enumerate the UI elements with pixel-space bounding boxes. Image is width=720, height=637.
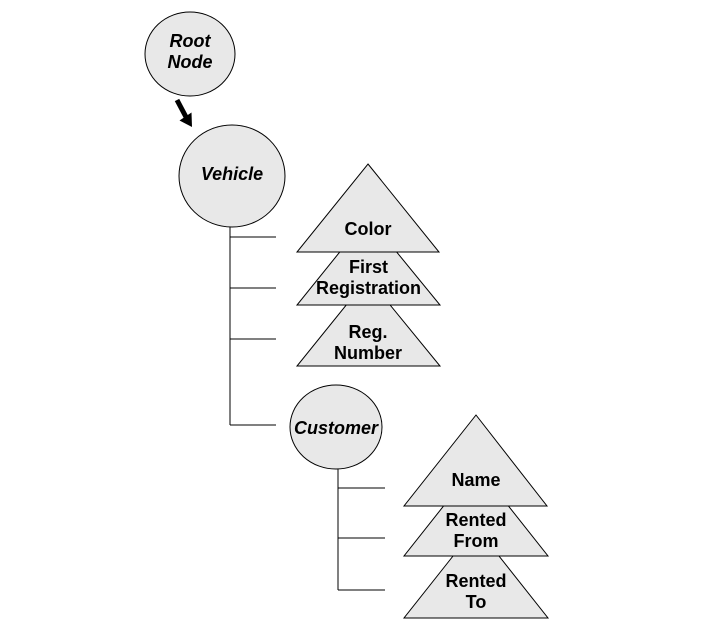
root-node-label: Root Node	[167, 31, 213, 72]
rented-to-triangle	[402, 526, 550, 619]
vehicle-node-circle	[178, 124, 286, 228]
root-node-circle	[144, 11, 236, 97]
rented-from-triangle-label: Rented From	[445, 510, 507, 551]
vehicle-node-label: Vehicle	[200, 164, 264, 184]
customer-node-label: Customer	[293, 418, 378, 438]
reg-number-triangle	[295, 277, 442, 367]
first-registration-triangle-label: First Registration	[315, 257, 421, 298]
rented-from-triangle	[402, 464, 550, 557]
name-triangle	[402, 414, 549, 507]
root-to-vehicle-arrow	[174, 98, 192, 127]
customer-children-connector	[337, 469, 385, 591]
color-triangle-label: Color	[344, 219, 392, 239]
color-triangle	[295, 163, 441, 253]
vehicle-children-connector	[229, 227, 276, 426]
reg-number-triangle-label: Reg. Number	[333, 322, 402, 363]
first-registration-triangle	[295, 216, 442, 306]
rented-to-triangle-label: Rented To	[445, 571, 507, 612]
customer-node-circle	[289, 384, 383, 470]
name-triangle-label: Name	[451, 470, 501, 490]
